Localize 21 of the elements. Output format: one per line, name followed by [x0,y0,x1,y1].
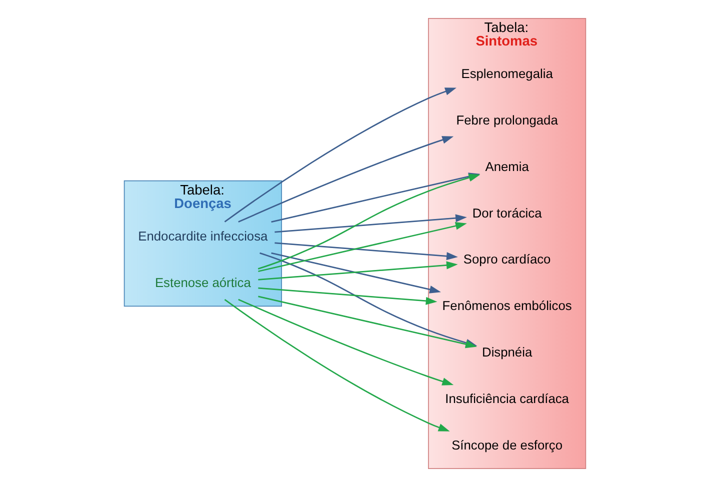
arrow [271,252,441,294]
node-text: Estenose aórtica [154,274,251,290]
node-text: Síncope de esforço [452,437,563,452]
arrow [258,261,458,280]
node-text: Dispnéia [482,344,532,360]
node-text: Fenômenos embólicos [442,298,572,314]
arrow [258,287,438,305]
node-text: Dor torácica [472,205,542,220]
arrow [258,222,467,272]
arrow [238,136,454,223]
arrow [224,298,450,432]
node-text: Febre prolongada [456,112,558,128]
node-text: Esplenomegalia [461,66,553,82]
arrow [274,214,467,233]
node-text: Anemia [485,158,529,174]
node-text: Insuficiência cardíaca [445,390,569,406]
arrow [274,242,458,260]
node-text: Endocardite infecciosa [138,228,268,244]
node-text: Sopro cardíaco [463,252,551,267]
arrow [224,88,456,222]
arrow [238,298,454,386]
